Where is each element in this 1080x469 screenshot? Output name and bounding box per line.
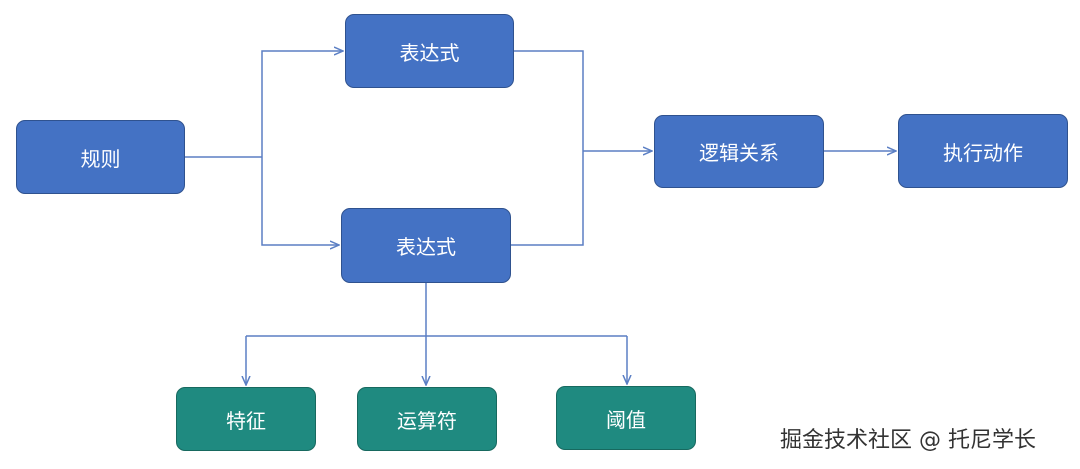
node-rule: 规则	[16, 120, 185, 194]
node-expression-bottom: 表达式	[341, 208, 511, 283]
connector-to-expression-top	[261, 51, 343, 157]
node-execute-action: 执行动作	[898, 114, 1068, 188]
watermark-text: 掘金技术社区 @ 托尼学长	[780, 428, 1036, 453]
connector-to-expression-bottom	[261, 157, 339, 245]
node-threshold: 阈值	[556, 386, 696, 450]
connector-expression-top-merge	[511, 50, 584, 246]
node-logic-relation: 逻辑关系	[654, 115, 824, 188]
node-expression-top: 表达式	[345, 14, 514, 88]
node-operator: 运算符	[357, 387, 497, 451]
node-feature: 特征	[176, 387, 316, 451]
